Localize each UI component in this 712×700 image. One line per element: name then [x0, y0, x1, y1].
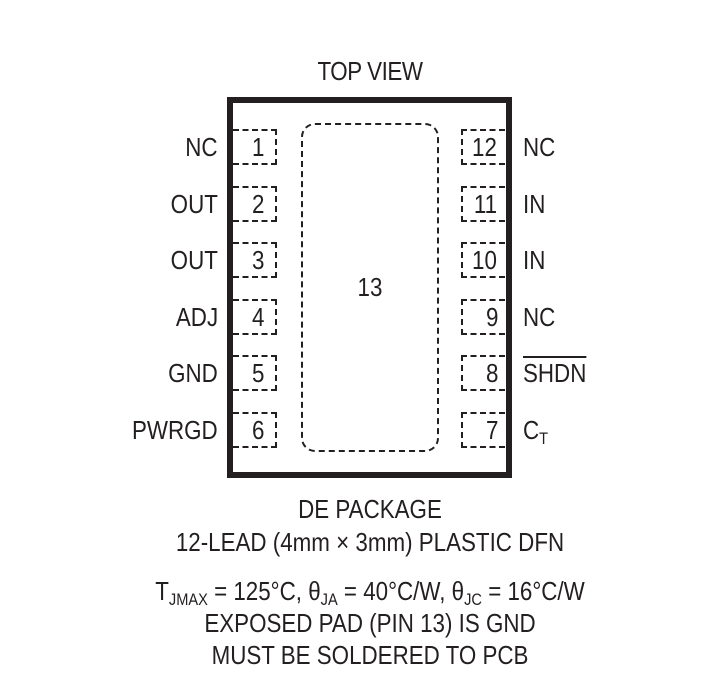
exposed-pad-note: EXPOSED PAD (PIN 13) IS GND [204, 608, 536, 638]
pin-6: 6 [233, 412, 277, 448]
pin-number: 5 [251, 358, 264, 388]
pin-number: 10 [472, 245, 497, 275]
pin-2-label: OUT [170, 189, 218, 219]
pin-number: 6 [251, 415, 264, 445]
pin-1-label: NC [185, 132, 218, 162]
pin-8-label: SHDN [523, 358, 587, 388]
pin-number: 3 [251, 245, 264, 275]
package-outline [227, 97, 512, 478]
pin-11: 11 [461, 186, 505, 222]
pin-5-label: GND [168, 358, 218, 388]
view-title: TOP VIEW [317, 56, 423, 86]
pin-number: 11 [473, 189, 498, 219]
pin-7-name: C [523, 415, 540, 445]
solder-note: MUST BE SOLDERED TO PCB [211, 640, 529, 670]
pin-number: 4 [251, 302, 264, 332]
pin-number: 1 [251, 132, 264, 162]
pin-4: 4 [233, 299, 277, 335]
pin-number: 8 [485, 358, 498, 388]
pin-9-label: NC [523, 302, 556, 332]
pin-3: 3 [233, 242, 277, 278]
pin-7: 7 [461, 412, 505, 448]
pin-number: 2 [251, 189, 264, 219]
pin-10: 10 [461, 242, 505, 278]
pin-11-label: IN [523, 189, 546, 219]
pin-12: 12 [461, 129, 505, 165]
pin-9: 9 [461, 299, 505, 335]
package-description: 12-LEAD (4mm × 3mm) PLASTIC DFN [175, 527, 565, 557]
pin-7-subscript: T [539, 429, 549, 448]
exposed-pad [301, 123, 439, 452]
pin-8: 8 [461, 355, 505, 391]
pin-2: 2 [233, 186, 277, 222]
pin-number: 9 [485, 302, 498, 332]
pin-12-label: NC [523, 132, 556, 162]
pin-1: 1 [233, 129, 277, 165]
exposed-pad-label: 13 [357, 272, 383, 302]
pin-6-label: PWRGD [132, 415, 218, 445]
pin-5: 5 [233, 355, 277, 391]
thermal-specs: TJMAX = 125°C, θJA = 40°C/W, θJC = 16°C/… [155, 576, 585, 609]
package-name: DE PACKAGE [298, 494, 442, 524]
pin-3-label: OUT [170, 245, 218, 275]
pin-number: 7 [485, 415, 498, 445]
pin-4-label: ADJ [175, 302, 218, 332]
pin-number: 12 [472, 132, 497, 162]
pin-10-label: IN [523, 245, 546, 275]
pin-7-label: CT [523, 413, 548, 456]
